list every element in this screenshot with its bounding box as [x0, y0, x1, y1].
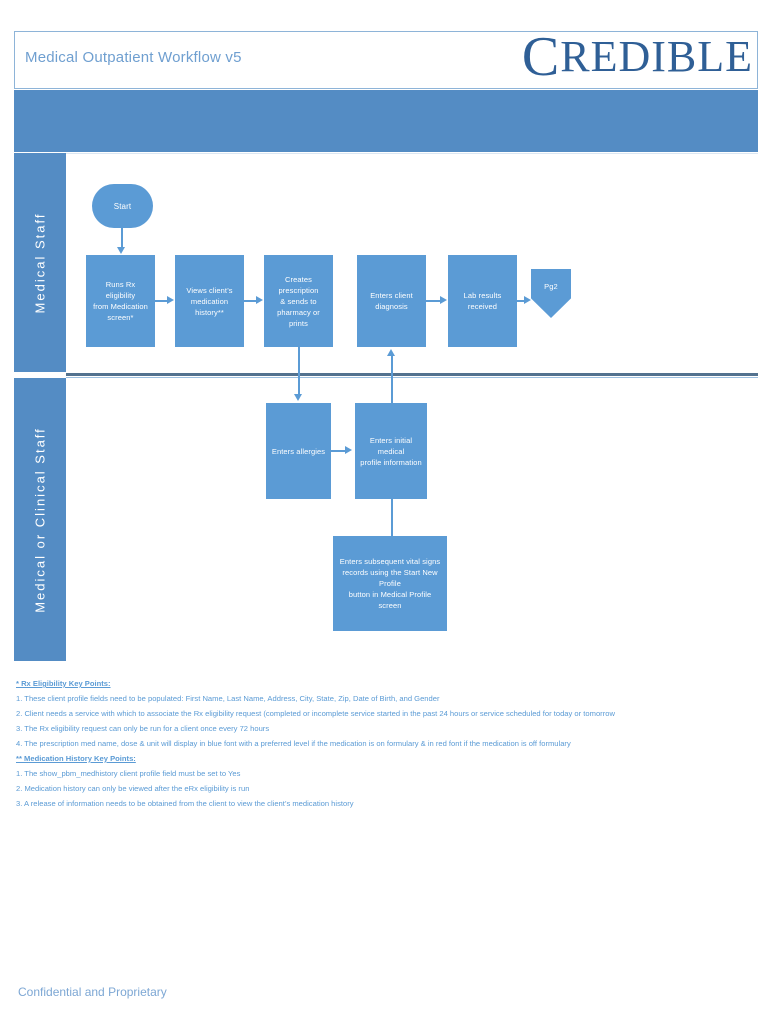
node-label-line1: Enters initial medical	[369, 435, 413, 456]
header-band	[14, 90, 758, 152]
connector-allergies-to-initialprofile	[331, 450, 347, 452]
note-mh-2: 2. Medication history can only be viewed…	[16, 784, 250, 793]
node-enters-allergies[interactable]: Enters allergies	[266, 403, 331, 499]
connector-rxelig-to-history	[155, 300, 168, 302]
lane-label: Medical Staff	[32, 212, 48, 313]
note-rx-3: 3. The Rx eligibility request can only b…	[16, 724, 270, 733]
node-start[interactable]: Start	[92, 184, 153, 228]
node-label-line2: records using the Start New Profile	[342, 568, 438, 588]
connector-lab-to-pg2	[517, 300, 526, 302]
lane-header-medical-or-clinical-staff: Medical or Clinical Staff	[14, 378, 66, 661]
node-lab-results-received[interactable]: Lab results received	[448, 255, 517, 347]
logo-text: REDIBLE	[560, 32, 753, 81]
node-label-line3: history**	[195, 307, 224, 317]
arrowhead-right	[167, 296, 174, 304]
node-label-line3: screen*	[107, 313, 134, 322]
note-rx-4: 4. The prescription med name, dose & uni…	[16, 739, 571, 748]
lane-label: Medical or Clinical Staff	[32, 426, 48, 613]
arrowhead-down	[117, 247, 125, 254]
node-label-line2: profile information	[360, 457, 422, 467]
connector-createrx-to-allergies	[298, 347, 300, 395]
node-enters-subsequent-vital-signs[interactable]: Enters subsequent vital signs records us…	[333, 536, 447, 631]
node-label: Start	[113, 201, 132, 211]
node-label-line1: Enters allergies	[271, 446, 326, 456]
footer-confidential: Confidential and Proprietary	[18, 985, 167, 999]
node-label-line2: from Medication	[93, 302, 148, 311]
note-heading-medication-history: ** Medication History Key Points:	[16, 754, 136, 763]
node-label-line1: Enters subsequent vital signs	[339, 557, 441, 566]
note-heading-rx-eligibility: * Rx Eligibility Key Points:	[16, 679, 111, 688]
node-label-line1: Views client’s	[186, 285, 233, 295]
node-enters-initial-medical-profile[interactable]: Enters initial medical profile informati…	[355, 403, 427, 499]
note-rx-1: 1. These client profile fields need to b…	[16, 694, 440, 703]
arrowhead-right	[524, 296, 531, 304]
node-creates-prescription[interactable]: Creates prescription & sends to pharmacy…	[264, 255, 333, 347]
connector-initialprofile-to-diagnosis	[391, 356, 393, 404]
node-label-line1: Enters client	[370, 291, 413, 300]
arrowhead-up	[387, 349, 395, 356]
title-bar: Medical Outpatient Workflow v5 CREDIBLE	[14, 28, 758, 89]
node-label-line2: diagnosis	[375, 302, 408, 311]
node-label: Pg2	[544, 282, 558, 291]
node-label-line1: Lab results received	[463, 291, 502, 311]
connector-start-to-rxelig	[121, 228, 123, 248]
notes-section: * Rx Eligibility Key Points: 1. These cl…	[16, 676, 756, 811]
arrowhead-down	[294, 394, 302, 401]
connector-diagnosis-to-lab	[426, 300, 441, 302]
note-mh-3: 3. A release of information needs to be …	[16, 799, 354, 808]
arrowhead-right	[256, 296, 263, 304]
credible-logo: CREDIBLE	[522, 28, 753, 86]
lane-divider	[66, 373, 758, 376]
note-rx-2: 2. Client needs a service with which to …	[16, 709, 615, 718]
node-label-line3: pharmacy or prints	[277, 307, 320, 328]
arrowhead-right	[440, 296, 447, 304]
node-label-line1: Runs Rx eligibility	[105, 280, 136, 300]
page-title: Medical Outpatient Workflow v5	[25, 49, 242, 66]
node-enters-client-diagnosis[interactable]: Enters client diagnosis	[357, 255, 426, 347]
arrowhead-right	[345, 446, 352, 454]
connector-history-to-createrx	[244, 300, 257, 302]
note-mh-1: 1. The show_pbm_medhistory client profil…	[16, 769, 241, 778]
connector-vitals-to-initialprofile	[391, 499, 393, 537]
node-views-medication-history[interactable]: Views client’s medication history**	[175, 255, 244, 347]
node-label-line2: medication	[190, 296, 229, 306]
logo-initial: C	[521, 26, 561, 88]
node-runs-rx-eligibility[interactable]: Runs Rx eligibility from Medication scre…	[86, 255, 155, 347]
node-label-line3: button in Medical Profile screen	[348, 590, 432, 610]
swimlane-container: Medical Staff Medical or Clinical Staff …	[14, 153, 758, 661]
node-label-line2: & sends to	[280, 296, 317, 306]
node-label-line1: Creates prescription	[278, 274, 319, 295]
lane-header-medical-staff: Medical Staff	[14, 153, 66, 372]
